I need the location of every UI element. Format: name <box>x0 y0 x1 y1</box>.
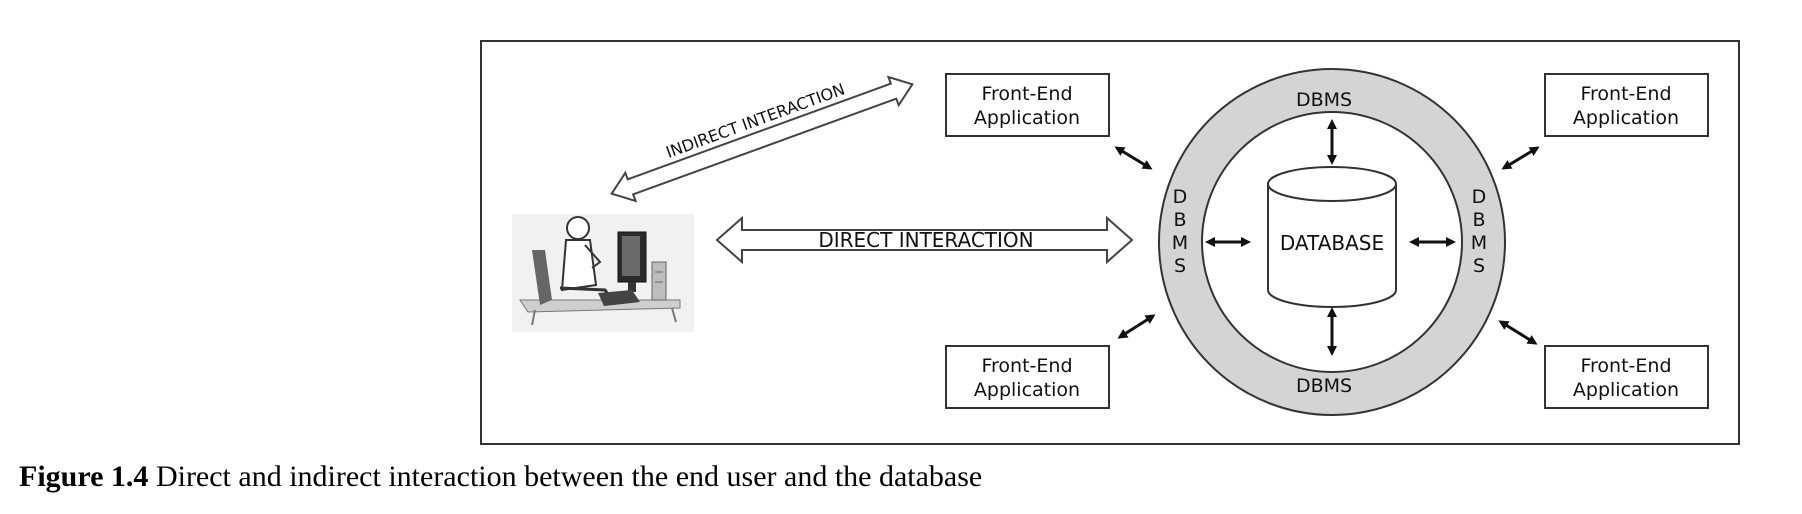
front-end-application-top-right: Front-End Application <box>1544 73 1709 137</box>
svg-text:Application: Application <box>1573 107 1679 129</box>
svg-text:S: S <box>1174 255 1186 277</box>
svg-text:M: M <box>1471 232 1487 254</box>
figure-caption-text: Direct and indirect interaction between … <box>148 460 983 493</box>
svg-text:S: S <box>1473 255 1485 277</box>
figure-caption: Figure 1.4 Direct and indirect interacti… <box>19 460 1719 494</box>
svg-text:Application: Application <box>974 379 1080 401</box>
direct-interaction-arrow: DIRECT INTERACTION <box>715 215 1134 265</box>
svg-text:Application: Application <box>974 107 1080 129</box>
svg-text:D: D <box>1173 186 1188 208</box>
figure-caption-label: Figure 1.4 <box>19 460 149 493</box>
connector-arrows <box>1114 119 1540 356</box>
front-end-application-bottom-left: Front-End Application <box>945 345 1110 409</box>
arrow-top-left-app <box>1114 146 1153 170</box>
svg-text:Application: Application <box>1573 379 1679 401</box>
dbms-label-top: DBMS <box>1296 89 1352 111</box>
front-end-application-bottom-right: Front-End Application <box>1544 345 1709 409</box>
svg-text:B: B <box>1173 209 1186 231</box>
svg-text:D: D <box>1472 186 1487 208</box>
svg-text:M: M <box>1172 232 1188 254</box>
database-interaction-diagram: INDIRECT INTERACTION DIRECT INTERACTION … <box>480 40 1740 445</box>
arrow-bottom-right-app <box>1498 320 1538 345</box>
arrow-bottom-left-app <box>1117 314 1156 339</box>
front-end-application-top-left: Front-End Application <box>945 73 1110 137</box>
svg-text:Front-End: Front-End <box>1580 83 1671 105</box>
dbms-label-bottom: DBMS <box>1296 375 1352 397</box>
svg-text:Front-End: Front-End <box>1580 355 1671 377</box>
computer-user-icon <box>512 214 694 332</box>
svg-text:Front-End: Front-End <box>981 355 1072 377</box>
svg-text:B: B <box>1472 209 1485 231</box>
database-label: DATABASE <box>1280 231 1384 255</box>
dbms-label-right: D B M S <box>1471 186 1487 277</box>
svg-text:Front-End: Front-End <box>981 83 1072 105</box>
dbms-label-left: D B M S <box>1172 186 1188 277</box>
direct-interaction-label: DIRECT INTERACTION <box>818 228 1033 252</box>
arrow-top-right-app <box>1501 146 1540 170</box>
database-cylinder: DATABASE <box>1267 166 1397 308</box>
